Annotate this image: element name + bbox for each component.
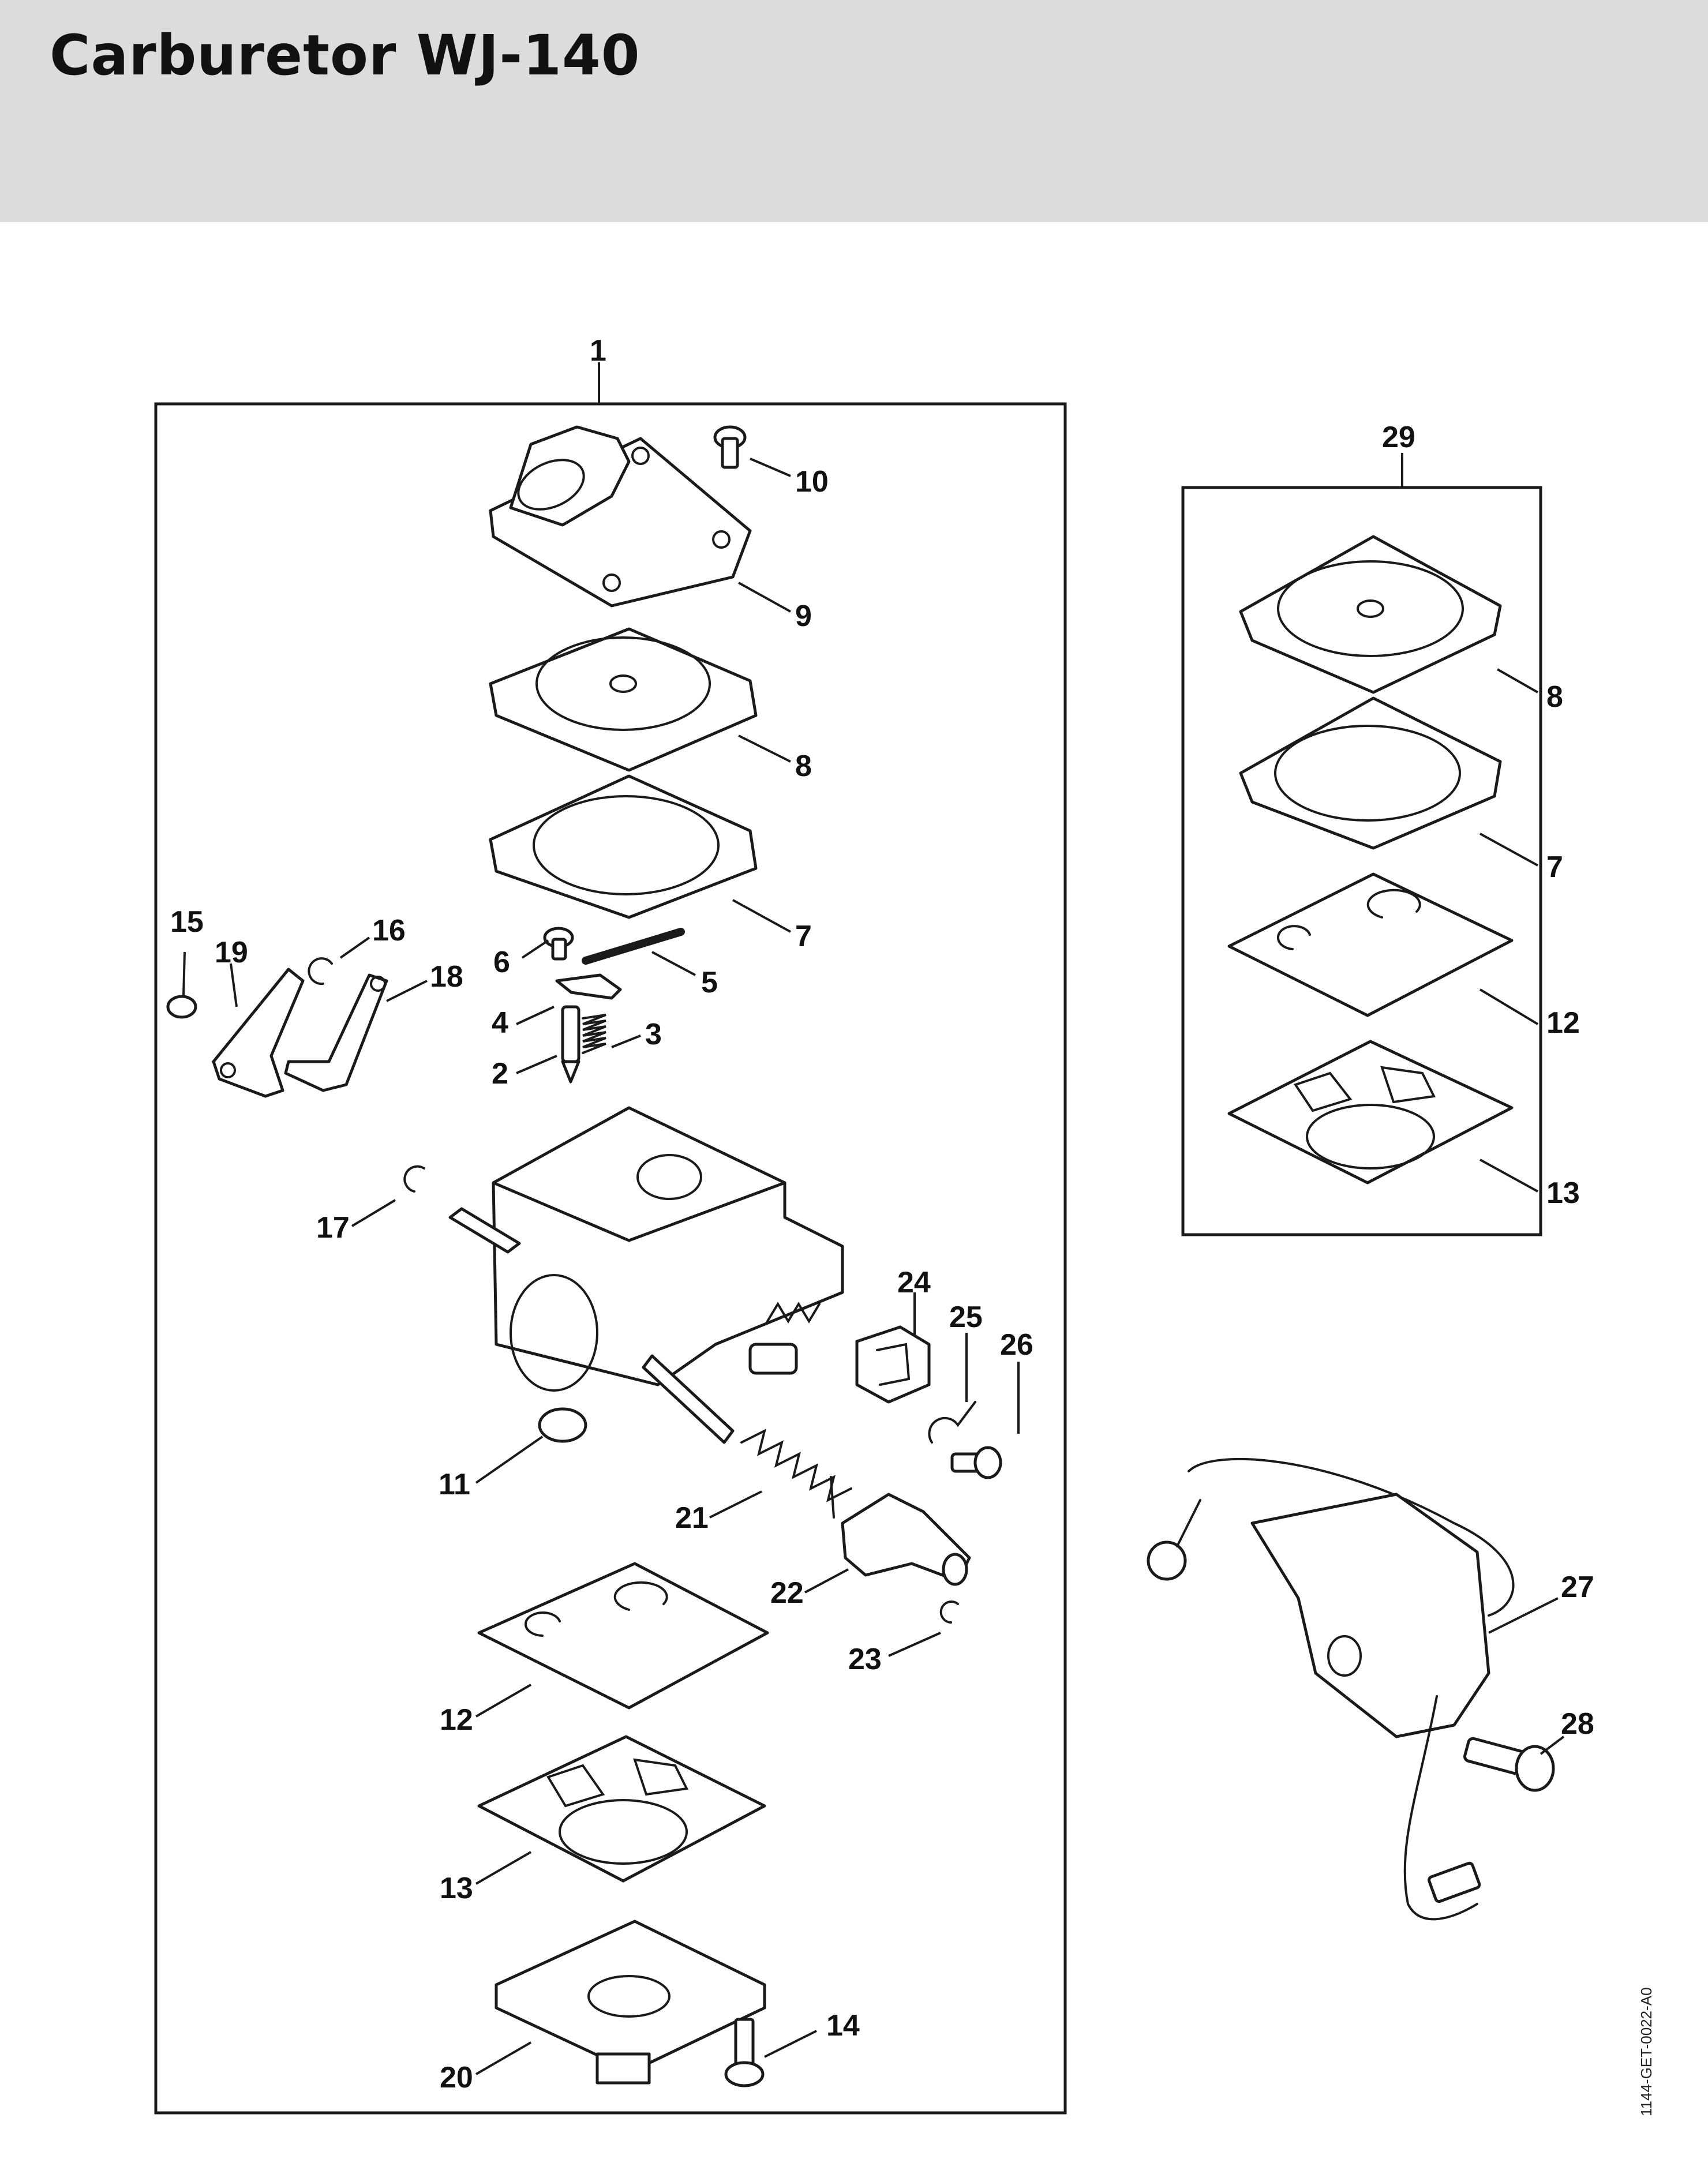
callout-28: 28 bbox=[1561, 1707, 1594, 1741]
callout-16: 16 bbox=[372, 914, 406, 947]
knob-24 bbox=[855, 1325, 931, 1404]
callout-2: 2 bbox=[492, 1057, 508, 1090]
callout-11: 11 bbox=[439, 1468, 470, 1501]
gasket-7 bbox=[489, 774, 758, 919]
inlet-needle bbox=[561, 1005, 580, 1084]
screw-26 bbox=[950, 1446, 1002, 1479]
gasket-12 bbox=[477, 1562, 769, 1710]
metering-diaphragm bbox=[489, 627, 758, 772]
throttle-lever bbox=[841, 1493, 971, 1586]
callout-21: 21 bbox=[675, 1501, 709, 1535]
callout-20: 20 bbox=[440, 2061, 473, 2094]
pump-cover bbox=[489, 425, 752, 608]
carburetor-body bbox=[448, 1106, 844, 1444]
kit-gasket-7 bbox=[1239, 696, 1502, 850]
callout-17: 17 bbox=[316, 1211, 350, 1245]
callout-10: 10 bbox=[795, 465, 829, 498]
callout-3: 3 bbox=[645, 1018, 662, 1051]
inlet-control-lever bbox=[555, 973, 622, 1000]
callout-29: 29 bbox=[1382, 421, 1415, 454]
leader-lines bbox=[182, 458, 1565, 2075]
callout-13: 13 bbox=[440, 1872, 473, 1905]
kit-gasket-12 bbox=[1227, 872, 1514, 1017]
callout-27: 27 bbox=[1561, 1570, 1594, 1604]
parts-kit-frame bbox=[1181, 486, 1542, 1236]
callout-23: 23 bbox=[848, 1643, 882, 1676]
kit-diaphragm-8 bbox=[1239, 535, 1502, 694]
pump-body-20 bbox=[495, 1920, 766, 2085]
kit-gasket-13 bbox=[1227, 1040, 1514, 1185]
screw-14 bbox=[724, 2018, 765, 2087]
callout-24: 24 bbox=[897, 1266, 931, 1299]
spring-3 bbox=[582, 1014, 606, 1054]
gasket-13 bbox=[477, 1735, 766, 1883]
callout-7: 7 bbox=[795, 920, 812, 953]
callout-1: 1 bbox=[590, 334, 606, 368]
callout-kit-7: 7 bbox=[1546, 850, 1563, 884]
screw-6 bbox=[543, 927, 574, 961]
callout-12: 12 bbox=[440, 1703, 473, 1737]
e-clip-23 bbox=[939, 1600, 959, 1624]
spring-21 bbox=[740, 1429, 852, 1502]
screw-10 bbox=[713, 425, 747, 469]
drawing-reference-code: 1144-GET-0022-A0 bbox=[1638, 1987, 1655, 2116]
callout-kit-8: 8 bbox=[1546, 680, 1563, 714]
e-clip-16 bbox=[308, 957, 333, 985]
callout-9: 9 bbox=[795, 599, 812, 633]
carburetor-assembly-frame bbox=[154, 402, 1067, 2115]
callout-labels: 1 10 9 8 7 15 16 19 18 6 5 4 3 2 17 24 2… bbox=[170, 334, 1594, 2094]
lever-19 bbox=[212, 968, 305, 1098]
title-bar: Carburetor WJ-140 bbox=[0, 0, 1708, 222]
callout-8: 8 bbox=[795, 749, 812, 783]
screw-15 bbox=[166, 995, 197, 1019]
callout-kit-12: 12 bbox=[1546, 1006, 1580, 1040]
e-clip-17 bbox=[403, 1165, 425, 1193]
solenoid-valve-27 bbox=[1147, 1457, 1515, 1921]
lever-18 bbox=[284, 973, 388, 1092]
callout-4: 4 bbox=[492, 1006, 508, 1040]
callout-26: 26 bbox=[1000, 1328, 1033, 1362]
callout-5: 5 bbox=[701, 966, 718, 999]
callout-22: 22 bbox=[770, 1576, 804, 1610]
strainer-11 bbox=[538, 1407, 587, 1443]
callout-kit-13: 13 bbox=[1546, 1176, 1580, 1210]
callout-14: 14 bbox=[826, 2009, 860, 2042]
callout-18: 18 bbox=[430, 960, 463, 994]
callout-25: 25 bbox=[949, 1300, 983, 1334]
callout-19: 19 bbox=[215, 936, 248, 969]
screw-28 bbox=[1463, 1737, 1555, 1792]
pin-5 bbox=[582, 928, 685, 965]
page-title: Carburetor WJ-140 bbox=[50, 23, 640, 88]
callout-15: 15 bbox=[170, 905, 204, 939]
clip-25 bbox=[928, 1401, 976, 1444]
callout-6: 6 bbox=[493, 946, 510, 979]
